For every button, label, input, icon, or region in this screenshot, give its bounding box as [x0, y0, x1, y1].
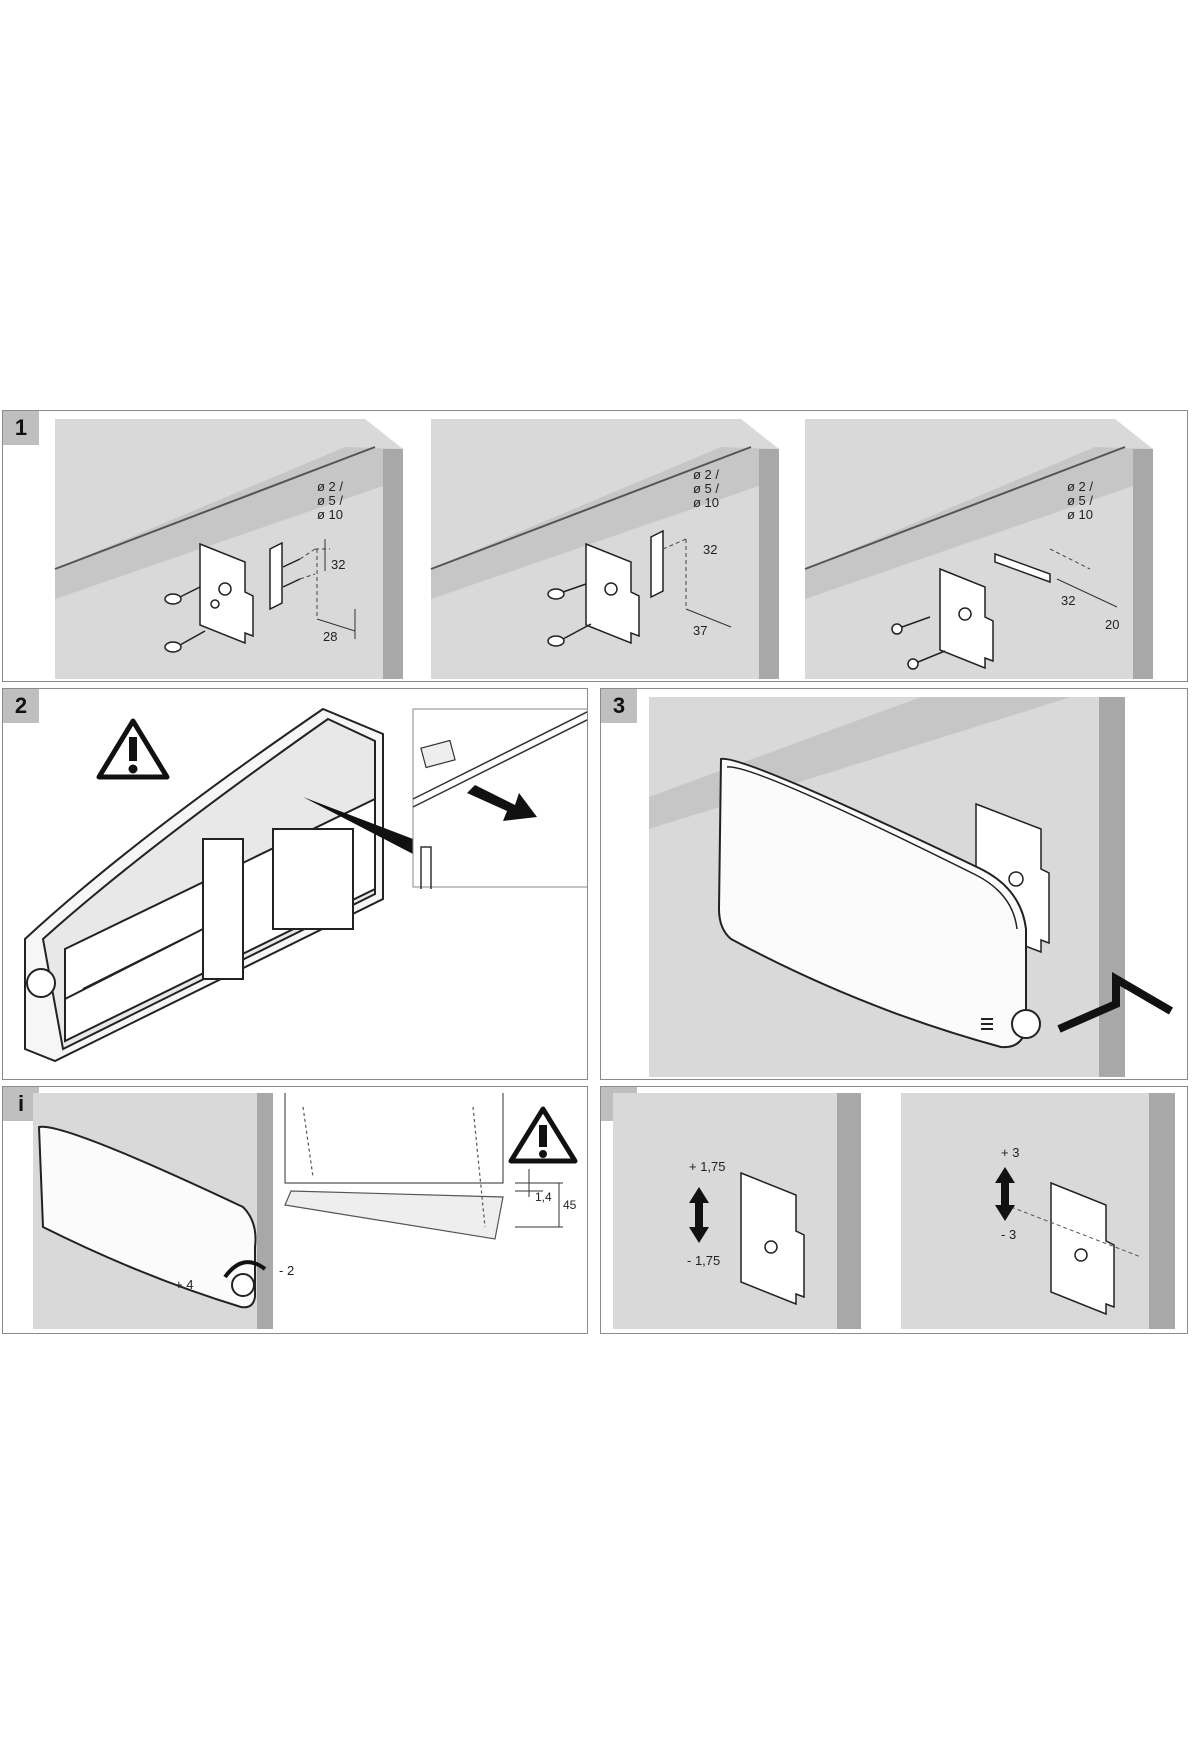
gap-small-label: 1,4 [535, 1190, 552, 1204]
dim-vertical: 32 [703, 542, 717, 557]
adjust-minus-label: - 2 [279, 1263, 294, 1278]
step-3-badge: 3 [601, 689, 637, 723]
warning-icon [508, 1106, 578, 1164]
door-offset-diagram [284, 1093, 504, 1240]
pull-arrow-icon [467, 785, 537, 821]
soft-close-damper [717, 757, 1027, 1049]
adjustment-knob-icon [26, 968, 56, 998]
adjust-a-plus-label: + 1,75 [689, 1159, 726, 1174]
insert-arrow-icon [1057, 972, 1174, 1033]
step-1-illustrations: ø 2 / ø 5 / ø 10 32 28 [54, 419, 1153, 679]
hole-label-1: ø 2 / [693, 467, 719, 482]
adjustment-knob-icon [1011, 1009, 1041, 1039]
adjust-b-plus-label: + 3 [1001, 1145, 1019, 1160]
screws [164, 558, 301, 653]
step-1c-mounting: ø 2 / ø 5 / ø 10 32 20 [804, 419, 1153, 679]
step-3-illustration [649, 697, 1174, 1077]
step-1a-mounting: ø 2 / ø 5 / ø 10 32 28 [54, 419, 403, 679]
hole-label-2: ø 5 / [317, 493, 343, 508]
dim-vertical: 32 [1061, 593, 1075, 608]
info-right-illustration: + 1,75 - 1,75 + 3 - 3 [613, 1093, 1175, 1329]
info-left-illustration: + 4 - 2 1,4 45 [33, 1093, 578, 1329]
damper-housing-open [24, 707, 384, 1063]
mounting-plate-a [740, 1171, 805, 1306]
gap-large-label: 45 [563, 1198, 577, 1212]
step-1b-mounting: ø 2 / ø 5 / ø 10 32 37 [430, 419, 779, 679]
step-3-panel: 3 [600, 688, 1188, 1080]
adjust-a-minus-label: - 1,75 [687, 1253, 720, 1268]
step-2-illustration [24, 707, 587, 1063]
hole-label-1: ø 2 / [1067, 479, 1093, 494]
hole-label-1: ø 2 / [317, 479, 343, 494]
callout-pointer [303, 797, 413, 854]
dim-horizontal: 20 [1105, 617, 1119, 632]
adjust-plus-label: + 4 [175, 1277, 193, 1292]
adjust-b-minus-label: - 3 [1001, 1227, 1016, 1242]
instruction-sheet: 1 [0, 410, 1188, 1334]
detail-inset [412, 708, 587, 889]
dim-horizontal: 37 [693, 623, 707, 638]
soft-close-damper [37, 1125, 257, 1309]
mounting-bracket [269, 541, 283, 611]
hole-label-2: ø 5 / [1067, 493, 1093, 508]
step-2-panel: 2 [2, 688, 588, 1080]
vent-icon [981, 1018, 993, 1030]
hole-label-3: ø 10 [1067, 507, 1093, 522]
info-left-panel: i + 4 - 2 [2, 1086, 588, 1334]
step-1-badge: 1 [3, 411, 39, 445]
mounting-plate-b [1050, 1181, 1115, 1316]
adjustment-knob-icon [231, 1273, 255, 1297]
step-2-badge: 2 [3, 689, 39, 723]
mounting-plate [199, 542, 254, 645]
dim-vertical: 32 [331, 557, 345, 572]
hole-label-2: ø 5 / [693, 481, 719, 496]
warning-icon [96, 718, 170, 780]
rotate-arrow-icon [223, 1260, 267, 1279]
step-1-panel: 1 [2, 410, 1188, 682]
info-right-panel: i + 1,75 - 1,75 [600, 1086, 1188, 1334]
dim-horizontal: 28 [323, 629, 337, 644]
hole-label-3: ø 10 [317, 507, 343, 522]
hole-label-3: ø 10 [693, 495, 719, 510]
vertical-adjust-arrow-icon [995, 1167, 1015, 1221]
vertical-adjust-arrow-icon [689, 1187, 709, 1243]
